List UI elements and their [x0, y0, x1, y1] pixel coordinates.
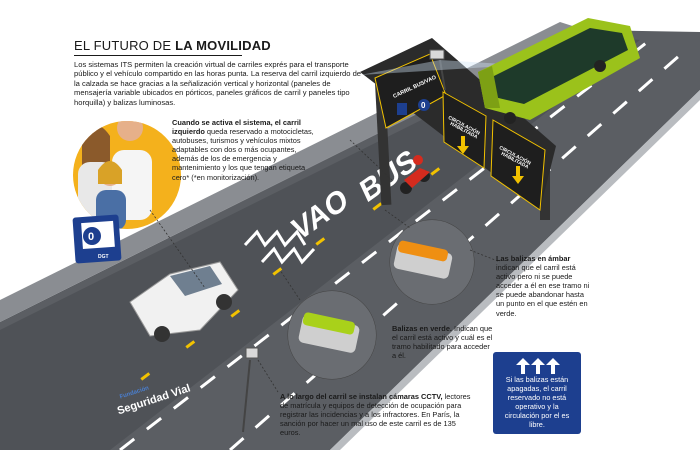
title-bold: LA MOVILIDAD — [175, 38, 271, 53]
note-carril-bold: Cuando se activa el sistema, el carril i… — [172, 118, 301, 137]
gantry-panel-2 — [442, 91, 487, 169]
info-box-balizas-apagadas: Si las balizas están apagadas, el carril… — [493, 352, 581, 434]
note-camaras-cctv: A lo largo del carril se instalan cámara… — [280, 392, 476, 437]
eco-sticker: 0 DGT — [72, 214, 122, 264]
car-illustration — [129, 261, 239, 342]
camera-top-icon — [360, 49, 520, 91]
note-ambar-bold: Las balizas en ámbar — [496, 254, 571, 263]
road-edge — [330, 90, 700, 450]
gantry-icon-blue-1 — [397, 103, 407, 115]
note-balizas-verde: Balizas en verde. Indican que el carril … — [392, 324, 494, 360]
note-camaras-text: lectores de matrícula y equipos de detec… — [280, 392, 471, 438]
green-beacon-illustration — [288, 291, 376, 379]
page-title: EL FUTURO DE LA MOVILIDAD — [74, 38, 271, 56]
sticker-number: 0 — [88, 231, 94, 243]
intro-text: Los sistemas ITS permiten la creación vi… — [74, 60, 362, 107]
amber-beacon-illustration — [390, 220, 474, 304]
note-carril-izquierdo: Cuando se activa el sistema, el carril i… — [172, 118, 320, 182]
people-illustration — [78, 121, 152, 229]
note-carril-text: queda reservado a motocicletas, autobuse… — [172, 127, 314, 182]
lane-lines — [119, 38, 681, 450]
gantry-icon-blue-2 — [418, 99, 430, 111]
camera-pole-icon — [242, 347, 259, 433]
up-arrows-icon — [516, 358, 560, 374]
note-verde-bold: Balizas en verde. — [392, 324, 452, 333]
motorcycle-illustration — [400, 155, 430, 194]
gantry: CARRIL BUS/VAO 0 CIRCULACIÓN HABILITADA … — [360, 38, 556, 220]
note-verde-text: Indican que el carril está activo y cuál… — [392, 324, 493, 361]
sticker-brand: DGT — [98, 254, 109, 260]
note-camaras-bold: A lo largo del carril se instalan cámara… — [280, 392, 443, 401]
gantry-panel-3 — [490, 119, 546, 211]
note-ambar-text: indican que el carril está activo pero n… — [496, 263, 590, 318]
leader-lines — [149, 139, 501, 393]
note-balizas-ambar: Las balizas en ámbar indican que el carr… — [496, 254, 592, 318]
gantry-number: 0 — [421, 101, 426, 110]
down-arrow-icon-1 — [457, 136, 469, 154]
info-box-text: Si las balizas están apagadas, el carril… — [504, 375, 570, 429]
title-light: EL FUTURO DE — [74, 38, 172, 53]
road-zigzag — [243, 229, 316, 265]
bus-illustration — [478, 18, 640, 124]
down-arrow-icon-2 — [512, 166, 524, 184]
